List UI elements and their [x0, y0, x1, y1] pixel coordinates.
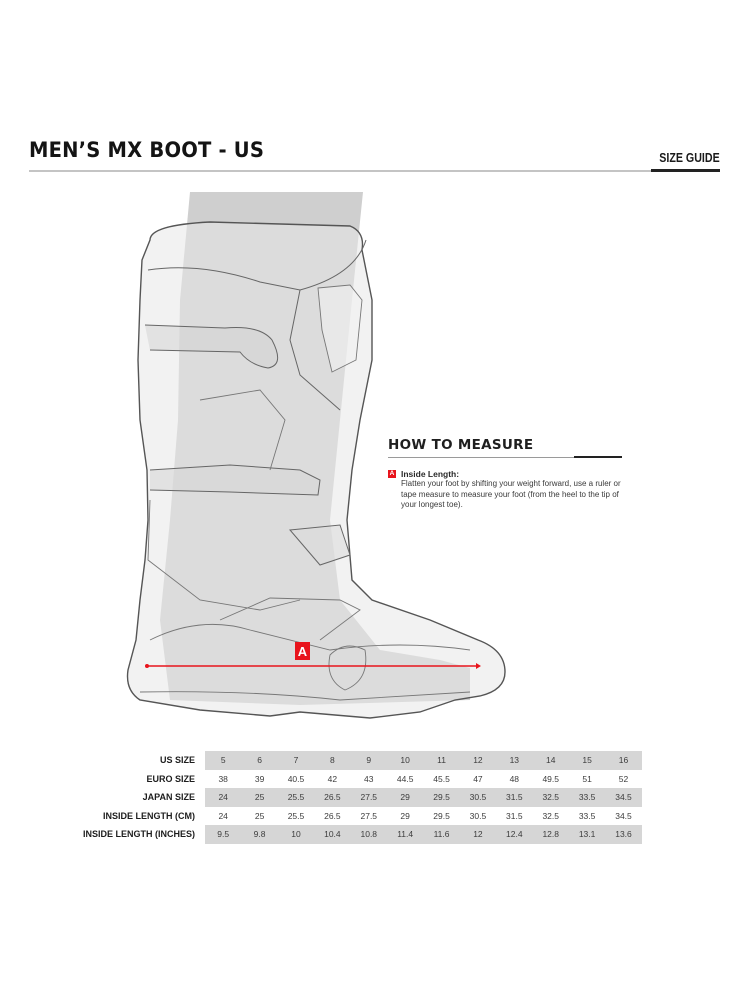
- row-label: JAPAN SIZE: [60, 788, 205, 807]
- table-cell: 33.5: [568, 788, 606, 807]
- measure-item-description: Flatten your foot by shifting your weigh…: [401, 479, 621, 509]
- table-cell: 40.5: [277, 769, 315, 788]
- table-cell: 8: [314, 751, 351, 770]
- size-guide-label: SIZE GUIDE: [659, 150, 720, 165]
- table-cell: 26.5: [314, 788, 351, 807]
- table-cell: 25: [241, 806, 278, 825]
- page-title: MEN’S MX BOOT - US: [29, 138, 265, 162]
- table-cell: 29.5: [423, 806, 460, 825]
- table-cell: 15: [568, 751, 606, 770]
- table-cell: 7: [277, 751, 315, 770]
- table-cell: 44.5: [386, 769, 424, 788]
- table-cell: 25: [241, 788, 278, 807]
- row-label: US SIZE: [60, 751, 205, 770]
- table-cell: 39: [241, 769, 278, 788]
- row-label: INSIDE LENGTH (INCHES): [60, 825, 205, 844]
- table-cell: 43: [350, 769, 387, 788]
- marker-a-box: [295, 642, 310, 660]
- table-cell: 30.5: [459, 806, 497, 825]
- table-cell: 13.6: [605, 825, 642, 844]
- measure-item-title: Inside Length:: [401, 469, 460, 479]
- how-to-measure-heading: HOW TO MEASURE: [388, 437, 534, 453]
- table-cell: 30.5: [459, 788, 497, 807]
- table-cell: 14: [532, 751, 569, 770]
- table-cell: 24: [205, 806, 242, 825]
- measure-item-inside-length: A Inside Length: Flatten your foot by sh…: [388, 469, 624, 511]
- table-cell: 12: [459, 825, 497, 844]
- table-cell: 10.4: [314, 825, 351, 844]
- size-guide-underline: [651, 169, 720, 172]
- table-cell: 13.1: [568, 825, 606, 844]
- table-cell: 33.5: [568, 806, 606, 825]
- table-cell: 9: [350, 751, 387, 770]
- table-cell: 29: [386, 806, 424, 825]
- table-cell: 29: [386, 788, 424, 807]
- row-label: EURO SIZE: [60, 769, 205, 788]
- table-cell: 26.5: [314, 806, 351, 825]
- table-cell: 34.5: [605, 788, 642, 807]
- table-cell: 45.5: [423, 769, 460, 788]
- table-cell: 32.5: [532, 806, 569, 825]
- table-cell: 11.6: [423, 825, 460, 844]
- table-cell: 6: [241, 751, 278, 770]
- how-to-measure-panel: HOW TO MEASURE A Inside Length: Flatten …: [388, 437, 624, 511]
- header-divider: [29, 170, 720, 172]
- table-cell: 42: [314, 769, 351, 788]
- table-cell: 29.5: [423, 788, 460, 807]
- table-cell: 32.5: [532, 788, 569, 807]
- table-cell: 9.5: [205, 825, 242, 844]
- svg-text:A: A: [298, 644, 308, 659]
- table-cell: 34.5: [605, 806, 642, 825]
- marker-a-badge: A: [388, 470, 396, 478]
- table-cell: 11: [423, 751, 460, 770]
- table-cell: 38: [205, 769, 242, 788]
- table-cell: 11.4: [386, 825, 424, 844]
- table-cell: 31.5: [496, 788, 533, 807]
- table-cell: 13: [496, 751, 533, 770]
- table-cell: 5: [205, 751, 242, 770]
- table-cell: 10: [386, 751, 424, 770]
- boot-illustration: A: [126, 192, 506, 719]
- table-cell: 12: [459, 751, 497, 770]
- table-cell: 27.5: [350, 806, 387, 825]
- table-cell: 25.5: [277, 806, 315, 825]
- table-cell: 48: [496, 769, 533, 788]
- how-to-measure-divider: [388, 456, 622, 458]
- table-cell: 12.8: [532, 825, 569, 844]
- table-cell: 49.5: [532, 769, 569, 788]
- table-cell: 51: [568, 769, 606, 788]
- table-cell: 31.5: [496, 806, 533, 825]
- table-cell: 10.8: [350, 825, 387, 844]
- table-cell: 27.5: [350, 788, 387, 807]
- table-cell: 25.5: [277, 788, 315, 807]
- table-cell: 10: [277, 825, 315, 844]
- table-cell: 24: [205, 788, 242, 807]
- table-cell: 47: [459, 769, 497, 788]
- table-cell: 16: [605, 751, 642, 770]
- table-cell: 9.8: [241, 825, 278, 844]
- table-cell: 52: [605, 769, 642, 788]
- table-cell: 12.4: [496, 825, 533, 844]
- row-label: INSIDE LENGTH (CM): [60, 806, 205, 825]
